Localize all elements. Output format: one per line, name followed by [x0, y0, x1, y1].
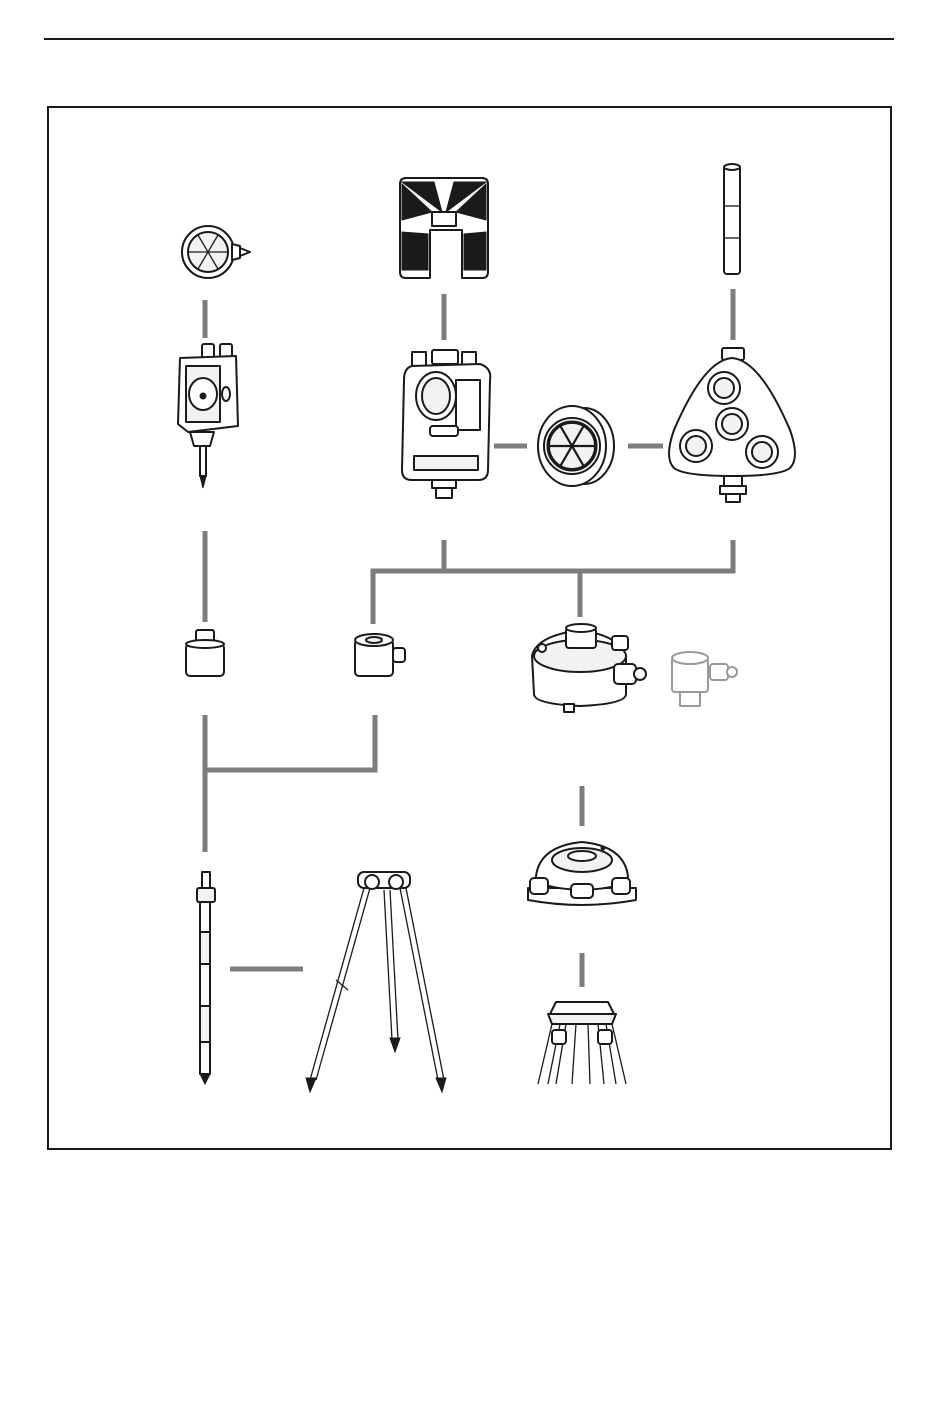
- pole-icon: [197, 872, 215, 1084]
- adapter-icon: [355, 634, 405, 676]
- connector-line: [205, 715, 375, 770]
- connector-line: [373, 540, 444, 624]
- prism-holder-icon: [178, 344, 238, 488]
- prism-holder-icon: [669, 348, 795, 502]
- prism-holder-icon: [402, 350, 490, 498]
- tripod-icon: [306, 872, 446, 1092]
- connector-line: [444, 540, 733, 571]
- tribrach-icon: [528, 842, 636, 905]
- adapter-icon: [672, 652, 737, 706]
- adapter-icon: [186, 630, 224, 676]
- tribrach-adapter-icon: [532, 624, 646, 712]
- rod-icon: [724, 164, 740, 274]
- target-plate-icon: [400, 178, 488, 278]
- prism-icon: [538, 406, 614, 486]
- mini-prism-icon: [182, 226, 250, 278]
- tripod-icon: [538, 1002, 626, 1084]
